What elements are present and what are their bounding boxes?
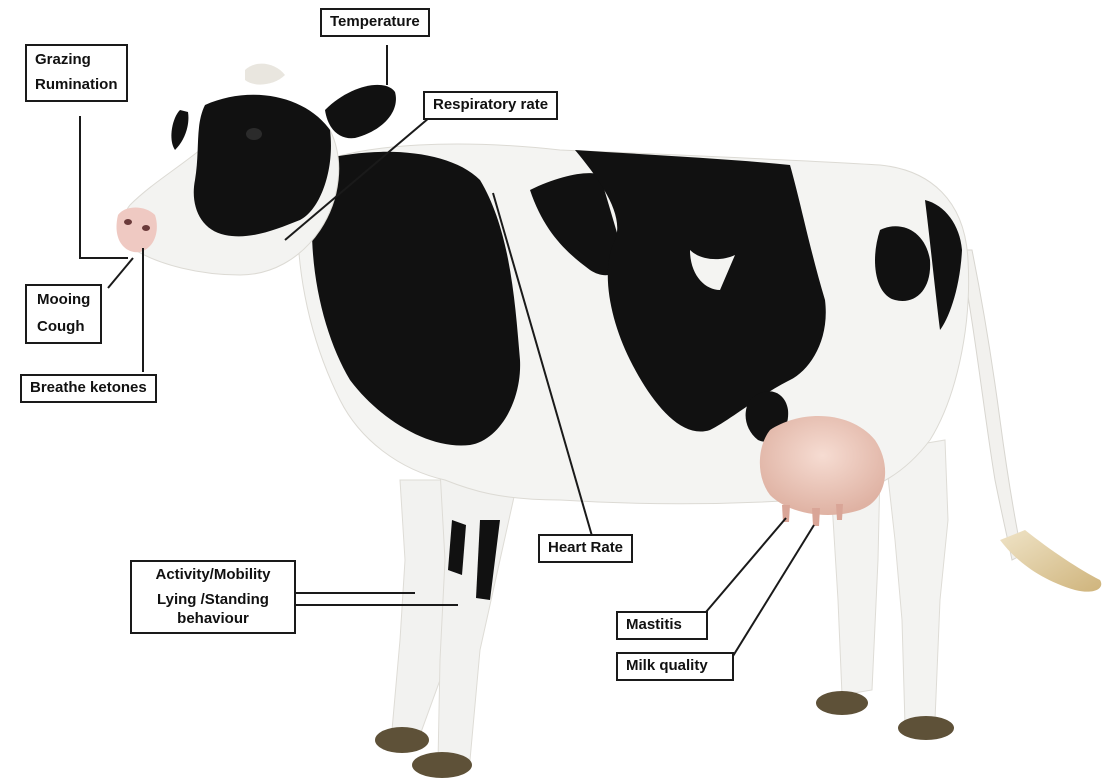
label-grazing-text: Grazing [35,51,118,70]
cow-tail [960,250,1101,592]
label-respiratory-rate-text: Respiratory rate [433,96,548,115]
label-heart-rate-text: Heart Rate [548,539,623,558]
label-mastitis-text: Mastitis [626,616,698,635]
label-temperature-text: Temperature [330,13,420,32]
label-rumination-text: Rumination [35,76,118,95]
label-mooing-cough: Mooing Cough [25,284,102,344]
label-activity-lying: Activity/Mobility Lying /Standing behavi… [130,560,296,634]
label-breathe-ketones-text: Breathe ketones [30,379,147,398]
teat-middle [812,508,820,526]
cow-ear [325,85,396,138]
label-activity-mobility-text: Activity/Mobility [138,566,288,585]
label-lying-standing-text: Lying /Standing [138,591,288,610]
teat-rear [836,504,843,520]
label-breathe-ketones: Breathe ketones [20,374,157,403]
front-hoof-left [375,727,429,753]
leader-milk-quality [733,525,814,656]
label-grazing-rumination: Grazing Rumination [25,44,128,102]
label-respiratory-rate: Respiratory rate [423,91,558,120]
cow-front-legs [375,470,520,778]
label-heart-rate: Heart Rate [538,534,633,563]
label-mastitis: Mastitis [616,611,708,640]
label-temperature: Temperature [320,8,430,37]
label-behaviour-text: behaviour [138,610,288,629]
label-mooing-text: Mooing [37,291,90,310]
cow-horn [245,64,285,85]
leader-mooing-cough [108,258,133,288]
hind-hoof-right [898,716,954,740]
label-milk-quality-text: Milk quality [626,657,724,676]
front-hoof-right [412,752,472,778]
cow-eye [246,128,262,140]
leader-mastitis [706,518,786,612]
label-milk-quality: Milk quality [616,652,734,681]
cow-nostril [124,219,132,225]
hind-hoof-left [816,691,868,715]
label-cough-text: Cough [37,318,90,337]
